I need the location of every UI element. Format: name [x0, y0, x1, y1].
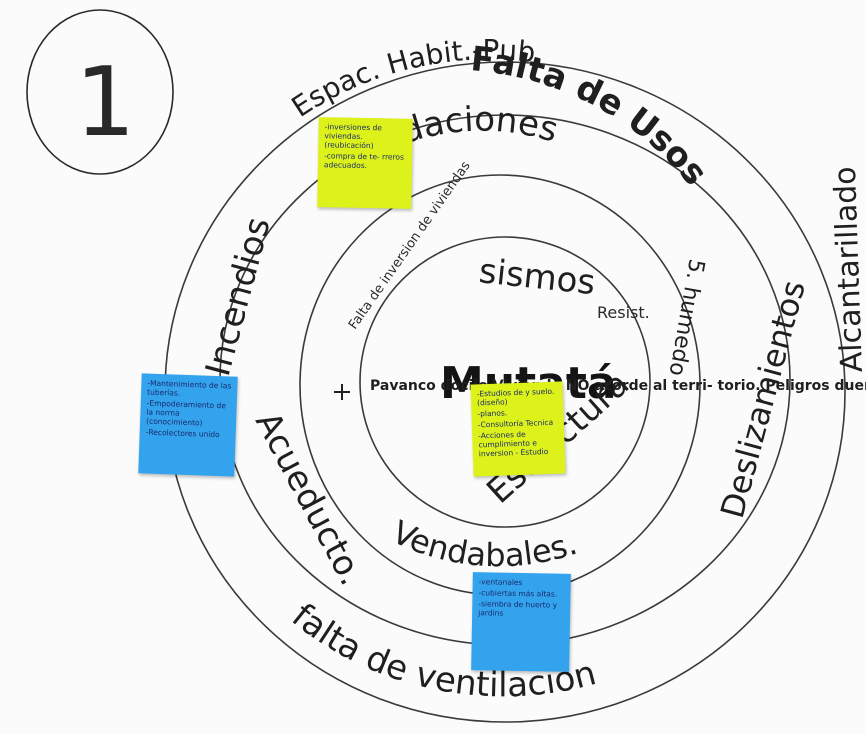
- ring-1: [359, 236, 651, 528]
- ring4-right-label: Alcantarillado: [828, 166, 866, 373]
- ring2-sismos-label: sismos: [477, 251, 597, 303]
- sticky-note-tuberias: -Mantenimiento de las tuberías. -Empoder…: [138, 373, 238, 477]
- ring1-resist-label: Resist.: [597, 303, 650, 322]
- ring2-bottom-label: Vendabales.: [386, 513, 581, 574]
- ring3-bottom-left-label: Acueducto.: [247, 405, 372, 592]
- ring3-left-label: Incendios: [198, 213, 279, 380]
- ring3-right-label: Deslizamientos: [713, 277, 813, 523]
- sticky-note-ventanales: -ventanales -cubiertas más altas. -siemb…: [471, 572, 571, 672]
- sheet-number: 1: [75, 48, 135, 158]
- sticky-note-estudios: -Estudios de y suelo. (diseño) -planos. …: [470, 381, 566, 477]
- arrow-line: [334, 384, 350, 400]
- sheet-number-circle: [26, 9, 174, 175]
- sticky-note-reubicacion: -inversiones de viviendas. (reubicación)…: [317, 117, 413, 209]
